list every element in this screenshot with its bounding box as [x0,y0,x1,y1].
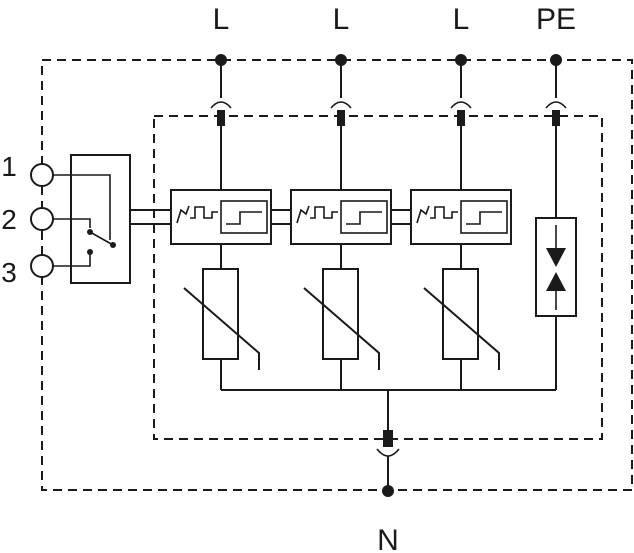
thermal-disconnector-icon [416,200,508,234]
terminal-dot-icon [382,485,394,497]
terminal-l3 [450,54,472,190]
contact-terminal-2 [30,207,54,231]
mechanical-linkage [130,209,411,225]
thermal-disconnector-3 [410,189,512,245]
fuse-icon [210,101,232,109]
changeover-switch-icon [53,174,116,267]
terminal-label-n: N [377,524,399,553]
varistor-icon [183,287,260,370]
varistor-2 [303,244,380,390]
gas-discharge-tube [535,217,577,390]
terminal-l2 [330,54,352,190]
fuse-icon [545,101,567,109]
thermal-disconnector-icon [176,200,268,234]
contact-label-3: 3 [1,257,17,288]
varistor-3 [423,244,500,390]
terminal-label-l2: L [333,3,350,36]
contact-terminal-1 [30,163,54,187]
thermal-disconnector-icon [296,200,388,234]
terminal-label-l3: L [453,3,470,36]
terminal-pe [545,54,567,218]
contact-label-2: 2 [1,204,17,235]
fuse-icon [383,430,393,447]
terminal-n [376,390,400,497]
contact-terminal-3 [30,254,54,278]
terminal-label-l1: L [213,3,230,36]
inner-module [153,115,603,440]
fuse-icon [450,101,472,109]
terminal-label-pe: PE [536,3,576,36]
terminal-l1 [210,54,232,190]
varistor-icon [303,287,380,370]
remote-signal-switch [30,154,131,284]
fuse-icon [330,101,352,109]
thermal-disconnector-2 [290,189,392,245]
thermal-disconnector-1 [170,189,272,245]
varistor-icon [423,287,500,370]
varistor-1 [183,244,260,390]
contact-label-1: 1 [1,151,17,182]
gas-discharge-tube-icon [546,225,566,310]
